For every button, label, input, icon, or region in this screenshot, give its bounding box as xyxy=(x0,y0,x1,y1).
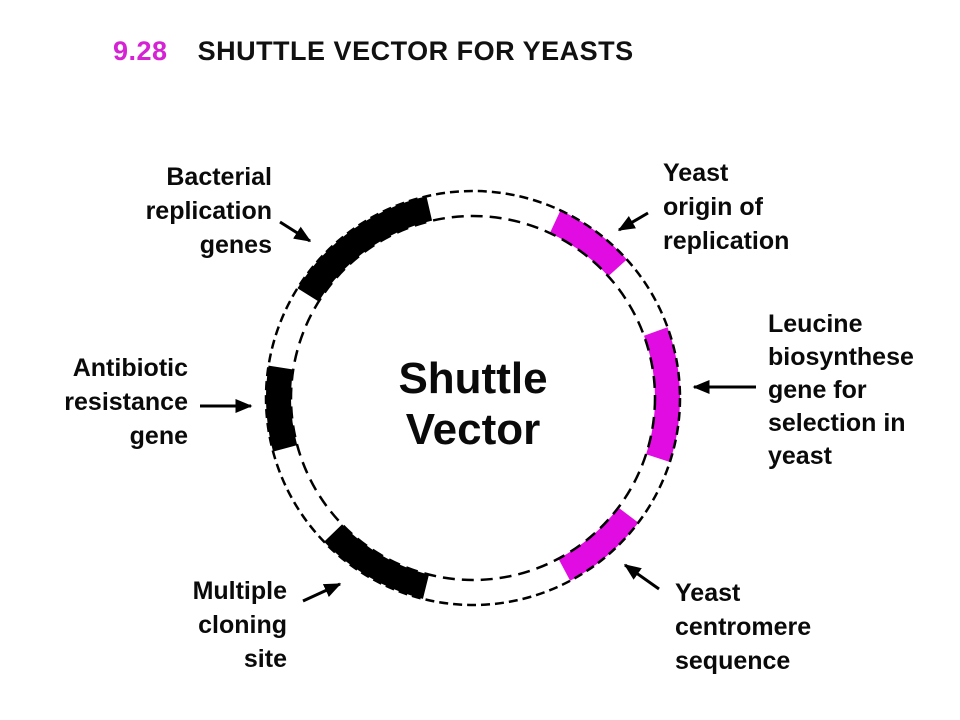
segment-antibiotic-resistance-gene xyxy=(266,365,298,452)
label-leucine-biosynthese-gene: Leucine biosynthese gene for selection i… xyxy=(768,310,914,470)
segment-bacterial-replication-genes xyxy=(297,196,433,302)
label-yeast-origin-of-replication: Yeast origin of replication xyxy=(663,159,790,255)
label-multiple-cloning-site: Multiple cloning site xyxy=(192,577,287,673)
multiple-cloning-site-arrow-icon xyxy=(302,582,342,603)
plasmid-name: Shuttle Vector xyxy=(398,354,548,454)
figure-number: 9.28 xyxy=(113,36,168,66)
ring-inner-outline xyxy=(289,214,657,582)
segment-multiple-cloning-site xyxy=(324,524,429,599)
yeast-origin-arrow-icon xyxy=(617,211,649,232)
page-title: 9.28 SHUTTLE VECTOR FOR YEASTS xyxy=(113,36,634,67)
label-bacterial-replication-genes: Bacterial replication genes xyxy=(145,163,272,259)
ring-outer-outline xyxy=(264,189,682,607)
plasmid-segments xyxy=(266,196,680,599)
bacterial-replication-arrow-icon xyxy=(279,220,312,243)
yeast-centromere-arrow-icon xyxy=(623,563,660,591)
segment-yeast-origin-of-replication xyxy=(549,210,627,277)
label-antibiotic-resistance-gene: Antibiotic resistance gene xyxy=(64,354,188,450)
label-yeast-centromere-sequence: Yeast centromere sequence xyxy=(675,579,812,675)
title-text: SHUTTLE VECTOR FOR YEASTS xyxy=(197,36,634,66)
segment-yeast-centromere-sequence xyxy=(558,507,639,581)
